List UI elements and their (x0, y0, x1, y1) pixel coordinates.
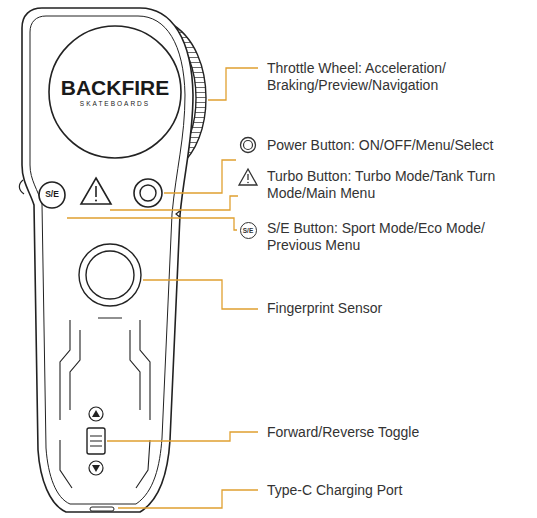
power-button (134, 179, 162, 207)
callout-label: Turbo Button: Turbo Mode/Tank Turn Mode/… (267, 168, 529, 202)
callout-label: Throttle Wheel: Acceleration/ Braking/Pr… (267, 60, 529, 94)
remote-body (22, 8, 193, 512)
turbo-mark (95, 200, 97, 202)
se-icon: S/E (240, 222, 257, 239)
callout-label: Fingerprint Sensor (267, 300, 529, 317)
node-title: S/E (45, 190, 59, 200)
body-decoration (60, 318, 150, 488)
callout-label: S/E Button: Sport Mode/Eco Mode/ Previou… (267, 220, 529, 254)
turbo-icon (239, 169, 257, 185)
callout-label: Power Button: ON/OFF/Menu/Select (267, 137, 529, 154)
logo-circle: BACKFIRESKATEBOARDS (47, 24, 183, 160)
leader-line (118, 490, 258, 508)
reverse-mark (92, 465, 100, 472)
fingerprint-sensor (79, 244, 141, 306)
leader-line (67, 218, 237, 230)
forward-reverse-toggle (87, 428, 105, 454)
power-icon (241, 138, 256, 153)
forward-mark (89, 407, 103, 421)
node-subtitle: SKATEBOARDS (80, 100, 150, 107)
toggle-ridges (90, 436, 102, 446)
leader-line (107, 432, 258, 441)
leader-line (164, 160, 236, 193)
turbo-button (81, 178, 111, 204)
node-title: BACKFIRE (61, 76, 170, 100)
callout-label: Type-C Charging Port (267, 482, 529, 499)
turbo-mark (95, 186, 97, 197)
charging-port (90, 507, 114, 511)
reverse-mark (89, 461, 103, 475)
se-button: S/E (38, 181, 66, 209)
turbo-icon (247, 182, 249, 184)
leader-line (208, 68, 258, 100)
leader-line (143, 280, 258, 309)
node-outline (39, 182, 65, 208)
turbo-icon (247, 174, 248, 180)
forward-mark (92, 410, 100, 417)
leader-line (110, 196, 238, 210)
remote-inner-outline (30, 16, 185, 504)
power-icon (244, 141, 253, 150)
fingerprint-sensor (86, 251, 134, 299)
node-outline (49, 26, 181, 158)
callout-label: Forward/Reverse Toggle (267, 424, 529, 441)
power-button (140, 185, 156, 201)
